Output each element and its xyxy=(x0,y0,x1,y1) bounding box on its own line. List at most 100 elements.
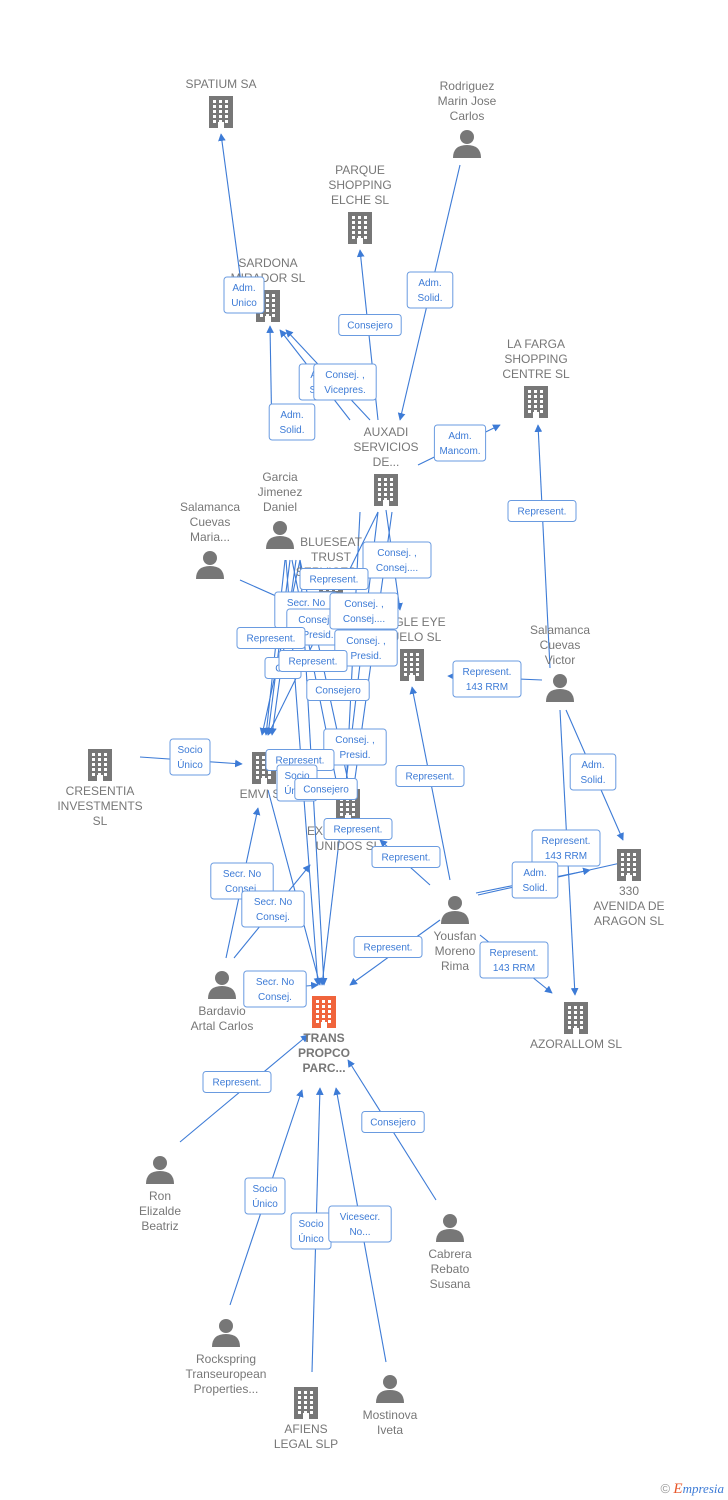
edge-label[interactable]: Adm. Solid. xyxy=(569,753,617,791)
person-icon xyxy=(546,674,574,702)
person-icon xyxy=(441,896,469,924)
edge-label[interactable]: Represent. xyxy=(278,650,348,672)
edge-label[interactable]: Consejero xyxy=(306,679,370,701)
edge-label-text: Consej. xyxy=(256,912,290,923)
edge-label-text: 143 RRM xyxy=(493,963,535,974)
edge-label-text: Adm. xyxy=(448,431,471,442)
node-label: AZORALLOM SL xyxy=(530,1037,622,1051)
edge-label[interactable]: Consej. ,Presid. xyxy=(323,728,387,766)
node-trans[interactable]: TRANSPROPCOPARC... xyxy=(298,996,350,1075)
node-label: SPATIUM SA xyxy=(186,77,257,91)
edge-salvictor-to-lafarga xyxy=(534,424,551,669)
node-salmaria[interactable]: SalamancaCuevasMaria... xyxy=(180,500,240,579)
node-label: PARQUE xyxy=(335,163,385,177)
node-label: Jimenez xyxy=(258,485,303,499)
edge-label-text: 143 RRM xyxy=(545,851,587,862)
node-label: SL xyxy=(93,814,108,828)
edge-label[interactable]: Consej. ,Consej.... xyxy=(329,592,399,630)
edge-label[interactable]: Represent. xyxy=(323,818,393,840)
edge-label-text: Represent. xyxy=(518,507,567,518)
edge-label-text: Solid. xyxy=(279,425,304,436)
node-label: Ron xyxy=(149,1189,171,1203)
edge-label-text: Adm. xyxy=(581,760,604,771)
node-label: ELCHE SL xyxy=(331,193,389,207)
edge-label[interactable]: Consej. ,Consej.... xyxy=(362,541,432,579)
edge-label[interactable]: Represent.143 RRM xyxy=(479,941,549,979)
edge-label[interactable]: Represent.143 RRM xyxy=(452,660,522,698)
brand-logo-rest: mpresia xyxy=(682,1481,724,1496)
edge-label-text: Consej. , xyxy=(377,548,416,559)
edge-label[interactable]: Represent. xyxy=(353,936,423,958)
node-label: Beatriz xyxy=(141,1219,178,1233)
node-label: Properties... xyxy=(194,1382,259,1396)
edge-label[interactable]: Consej. ,Vicepres. xyxy=(313,363,377,401)
edge-label-text: Consejero xyxy=(315,686,361,697)
edge-label[interactable]: Vicesecr.No... xyxy=(328,1205,392,1243)
edge-label[interactable]: Adm.Solid. xyxy=(511,861,559,899)
edge-label[interactable]: Represent. xyxy=(202,1071,272,1093)
edge-label[interactable]: Consejero xyxy=(338,314,402,336)
node-label: INVESTMENTS xyxy=(57,799,142,813)
edge-label-text: Adm. xyxy=(232,283,255,294)
node-label: Garcia xyxy=(262,470,298,484)
edge-label[interactable]: Adm.Mancom. xyxy=(433,424,487,462)
node-label: Mostinova xyxy=(363,1408,418,1422)
edge-label[interactable]: Represent. xyxy=(507,500,577,522)
edge-label[interactable]: Adm.Unico xyxy=(223,276,265,314)
node-rockspring[interactable]: RockspringTranseuropeanProperties... xyxy=(186,1319,267,1396)
edge-label-text: Secr. No xyxy=(287,598,326,609)
edge-label-text: Represent. xyxy=(542,836,591,847)
edge-label-text: Solid. xyxy=(580,775,605,786)
edge-label[interactable]: Adm.Solid. xyxy=(268,403,316,441)
node-azorallom[interactable]: AZORALLOM SL xyxy=(530,1002,622,1051)
edge-label[interactable]: Consej. ,Presid. xyxy=(334,629,398,667)
edge-label[interactable]: Represent. xyxy=(299,568,369,590)
node-spatium[interactable]: SPATIUM SA xyxy=(186,77,257,128)
person-icon xyxy=(146,1156,174,1184)
edge-label-text: Socio xyxy=(177,745,202,756)
node-label: Cuevas xyxy=(190,515,231,529)
edge-emvi-to-trans xyxy=(267,789,322,986)
edge-label[interactable]: Consejero xyxy=(361,1111,425,1133)
node-label: LEGAL SLP xyxy=(274,1437,338,1451)
edge-label-text: Adm. xyxy=(418,278,441,289)
node-label: 330 xyxy=(619,884,639,898)
edge-label-text: Único xyxy=(252,1197,278,1210)
edge-label-text: Represent. xyxy=(463,667,512,678)
edge-label-text: No... xyxy=(349,1227,370,1238)
edge-label-text: Consej. , xyxy=(344,599,383,610)
edge-label[interactable]: Represent. 143 RRM xyxy=(531,829,601,867)
edge-label-text: Represent. xyxy=(276,756,325,767)
edge-label[interactable]: Represent. xyxy=(236,627,306,649)
copyright-symbol: © xyxy=(660,1481,671,1496)
edge-label[interactable]: Represent. xyxy=(371,846,441,868)
node-label: Elizalde xyxy=(139,1204,181,1218)
edge-label[interactable]: Consejero xyxy=(294,778,358,800)
edge-label[interactable]: Represent. xyxy=(395,765,465,787)
node-auxadi[interactable]: AUXADISERVICIOSDE... xyxy=(353,425,419,506)
building-icon xyxy=(374,474,398,506)
edge-label[interactable]: Adm.Solid. xyxy=(406,271,454,309)
person-icon xyxy=(196,551,224,579)
building-icon xyxy=(524,386,548,418)
